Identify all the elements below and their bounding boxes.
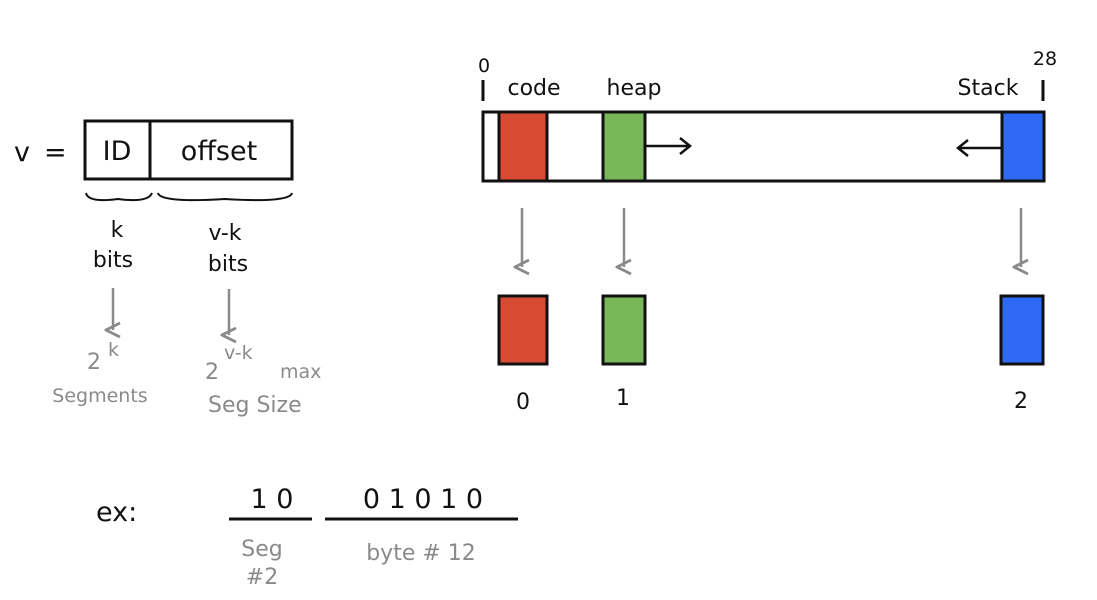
id-bits-top: k [111, 218, 124, 243]
address-space-bar [481, 110, 1046, 183]
segments-count-base: 2 [87, 350, 101, 375]
segment-0-index: 0 [516, 390, 530, 415]
seg-size-label: Seg Size [208, 393, 302, 418]
seg-size-exp: v-k [224, 342, 253, 364]
stack-growth-arrow [955, 139, 1002, 157]
heap-region-label: heap [607, 76, 662, 101]
segments-label: Segments [52, 385, 147, 407]
example-offset-bits: 0 1 0 1 0 [363, 484, 483, 515]
id-brace [85, 192, 153, 202]
stack-region [1000, 110, 1046, 183]
segment-2-block [999, 294, 1045, 366]
id-field-label: ID [103, 136, 132, 167]
seg-size-suffix: max [280, 361, 321, 383]
code-region [497, 110, 549, 183]
segment-0-block [497, 294, 549, 366]
example-label: ex: [96, 497, 137, 528]
virtual-address: v = ID offset k bits v-k bits 2 k Segmen… [14, 119, 321, 418]
code-region-label: code [507, 76, 560, 101]
address-box [83, 119, 294, 181]
segment-1-index: 1 [616, 386, 630, 411]
offset-brace [157, 192, 293, 202]
offset-caption: byte # 12 [366, 541, 476, 566]
offset-bits-top: v-k [208, 221, 241, 246]
address-var: v [14, 137, 30, 168]
segment-2-index: 2 [1014, 389, 1028, 414]
heap-region [601, 110, 647, 183]
address-equals: = [44, 137, 67, 168]
id-bits-bottom: bits [93, 248, 133, 273]
seg-caption-line1: Seg [241, 537, 282, 562]
stack-region-label: Stack [958, 76, 1019, 101]
seg-size-base: 2 [205, 360, 219, 385]
example: ex: 1 0 0 1 0 1 0 Seg #2 byte # 12 [96, 484, 518, 590]
address-space: 0 28 code heap Stack 0 1 2 [478, 48, 1057, 415]
heap-growth-arrow [645, 137, 693, 155]
offset-field-label: offset [181, 136, 257, 167]
address-end-label: 28 [1033, 48, 1057, 70]
offset-bits-bottom: bits [208, 252, 248, 277]
address-start-label: 0 [478, 55, 490, 77]
seg-caption-line2: #2 [246, 565, 278, 590]
segments-count-exp: k [108, 339, 119, 361]
segment-1-block [601, 294, 647, 366]
example-seg-bits: 1 0 [251, 484, 294, 515]
